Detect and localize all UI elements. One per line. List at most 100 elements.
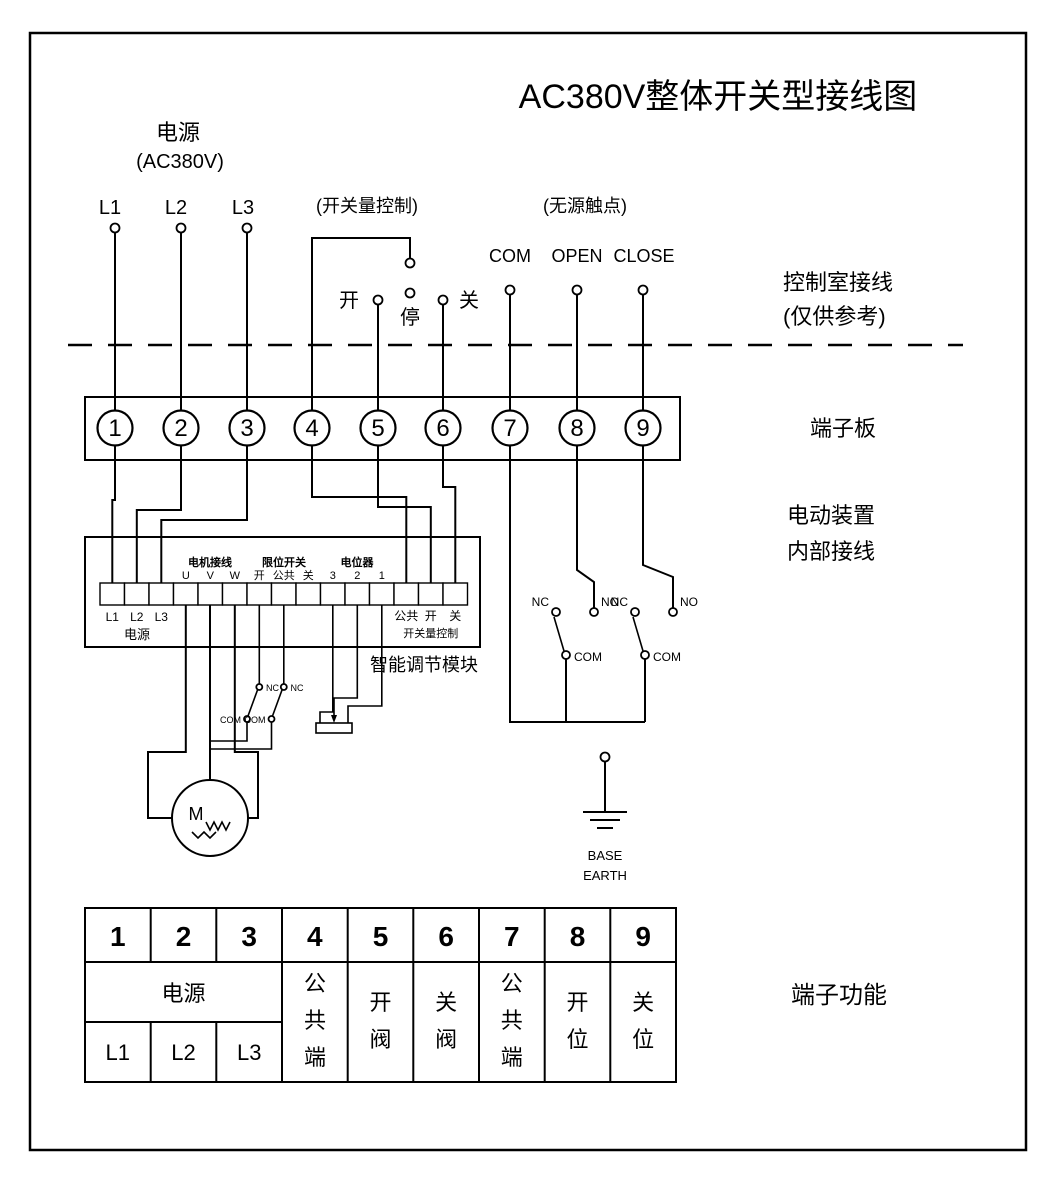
limit-a-com-label: COM <box>220 715 241 725</box>
module-ctrl-close: 关 <box>449 609 461 623</box>
terminal-board-note: 端子板 <box>810 416 876 441</box>
page-title: AC380V整体开关型接线图 <box>519 78 918 116</box>
passive-contact-section: (无源触点) COM OPEN CLOSE <box>489 196 675 411</box>
terminal-9-number: 9 <box>636 415 649 442</box>
module-group-motor: 电机接线 <box>188 555 232 569</box>
limit-a-nc-label: NC <box>266 683 279 693</box>
wire-stop-hook <box>311 237 411 411</box>
pair2-blade <box>632 616 644 652</box>
table-l3: L3 <box>237 1040 261 1065</box>
terminal-dot-l1 <box>109 222 121 234</box>
wiper-arrow <box>331 715 337 723</box>
ground-label-2: EARTH <box>583 868 627 883</box>
table-number-9: 9 <box>635 921 651 952</box>
limit-b-nc-label: NC <box>291 683 304 693</box>
module-ctrl-open: 开 <box>425 609 437 623</box>
module-group-pot: 电位器 <box>341 555 375 569</box>
pair1-nc-contact <box>551 607 561 617</box>
table-l2: L2 <box>171 1040 195 1065</box>
module-l1: L1 <box>106 610 120 624</box>
module-name: 智能调节模块 <box>370 655 478 675</box>
power-label: 电源 <box>156 120 200 145</box>
module-l2: L2 <box>130 610 144 624</box>
power-line-l2: L2 <box>165 197 187 219</box>
board-to-module-wires <box>111 445 457 583</box>
module-power-label: 电源 <box>124 627 150 642</box>
smart-module: 电机接线 限位开关 电位器 U V W 开 公共 关 3 2 1 L <box>84 536 481 648</box>
com-label: COM <box>489 246 531 266</box>
table-number-4: 4 <box>307 921 323 952</box>
close-dot <box>637 284 649 296</box>
limit-b-blade <box>271 689 283 717</box>
terminal-board: 1 2 3 4 5 6 7 8 9 <box>84 396 681 461</box>
open-label: 开 <box>339 290 359 312</box>
table-function-common-7: 公共端 <box>500 972 523 1071</box>
close-terminal-label: CLOSE <box>613 246 674 266</box>
pin-v: V <box>207 570 215 582</box>
table-number-6: 6 <box>438 921 454 952</box>
pair1-com-contact <box>561 650 571 660</box>
pin-pot-3: 3 <box>330 570 336 582</box>
pair1-no-contact <box>589 607 599 617</box>
terminal-function-note: 端子功能 <box>791 982 887 1009</box>
open-dot <box>571 284 583 296</box>
pin-limit-common: 公共 <box>273 569 295 582</box>
internal-contacts: NC NO COM NC NO COM <box>509 445 698 723</box>
internal-note-2: 内部接线 <box>787 539 875 564</box>
motor-label: M <box>189 804 204 824</box>
terminal-board-outline <box>84 396 681 461</box>
pair2-no-contact <box>668 607 678 617</box>
open-contact <box>372 294 384 306</box>
module-outline <box>84 536 481 648</box>
side-notes: 控制室接线 (仅供参考) 端子板 电动装置 内部接线 端子功能 <box>783 270 893 1009</box>
table-number-2: 2 <box>176 921 192 952</box>
module-l3: L3 <box>155 610 169 624</box>
potentiometer <box>315 605 383 734</box>
internal-note-1: 电动装置 <box>787 503 875 528</box>
module-group-limit: 限位开关 <box>262 555 306 569</box>
motor-winding-2 <box>191 830 217 840</box>
power-line-l1: L1 <box>99 197 121 219</box>
table-number-5: 5 <box>373 921 389 952</box>
terminal-dot-l3 <box>241 222 253 234</box>
table-function-close-pos-9: 关位 <box>632 991 655 1053</box>
pair2-com-label: COM <box>653 650 681 664</box>
table-l1: L1 <box>106 1040 130 1065</box>
terminal-5-number: 5 <box>371 415 384 442</box>
limit-b-com-label: COM <box>245 715 266 725</box>
stop-contact-top <box>404 257 416 269</box>
table-function-common-4: 公共端 <box>303 972 326 1071</box>
motor-circle <box>171 779 249 857</box>
pair2-com-contact <box>640 650 650 660</box>
terminal-8-number: 8 <box>570 415 583 442</box>
terminal-dot-l2 <box>175 222 187 234</box>
ground-dot <box>599 751 611 763</box>
pin-u: U <box>182 570 190 582</box>
pair1-blade <box>553 616 565 652</box>
table-function-open-valve-5: 开阀 <box>369 991 392 1053</box>
limit-switch-a: NC COM <box>210 605 279 742</box>
pair1-com-label: COM <box>574 650 602 664</box>
terminal-6-number: 6 <box>436 415 449 442</box>
pin-pot-2: 2 <box>354 570 360 582</box>
pair1-no-label: NO <box>601 595 619 609</box>
stop-contact-bottom <box>404 287 416 299</box>
terminal-function-table: 1 2 3 4 5 6 7 8 9 电源 L1 L2 L3 <box>84 907 677 1083</box>
switch-control-section: (开关量控制) 停 开 关 <box>311 196 479 411</box>
pair2-nc-label: NC <box>611 595 629 609</box>
pin-pot-1: 1 <box>379 570 385 582</box>
power-voltage: (AC380V) <box>136 151 224 173</box>
module-ctrl-label: 开关量控制 <box>403 626 458 640</box>
terminal-1-number: 1 <box>108 415 121 442</box>
pair1-nc-label: NC <box>532 595 550 609</box>
power-source-section: 电源 (AC380V) L1 L2 L3 <box>99 120 254 411</box>
close-label: 关 <box>459 289 479 312</box>
stop-label: 停 <box>400 306 420 329</box>
table-function-open-pos-8: 开位 <box>566 991 589 1053</box>
terminal-2-number: 2 <box>174 415 187 442</box>
table-function-close-valve-6: 关阀 <box>435 991 458 1053</box>
com-dot <box>504 284 516 296</box>
pair2-no-label: NO <box>680 595 698 609</box>
